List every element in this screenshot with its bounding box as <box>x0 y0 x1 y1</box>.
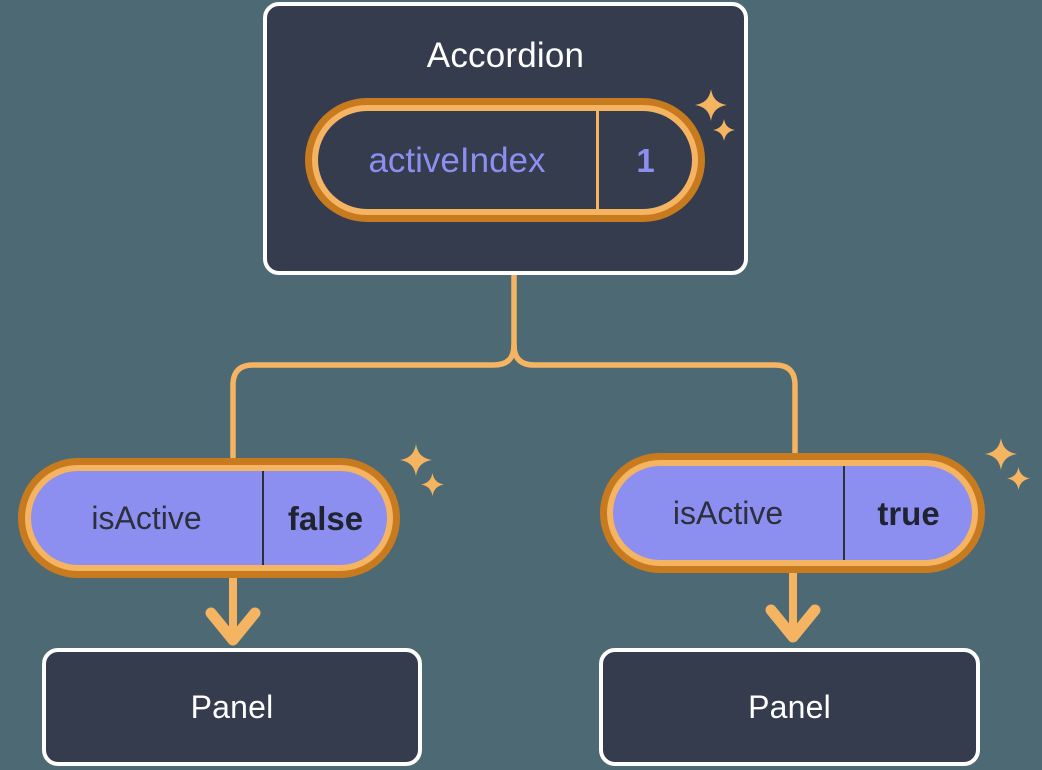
state-pill-body: isActive true <box>613 466 972 560</box>
state-pill-ring: isActive true <box>607 460 978 566</box>
sparkle-icon <box>400 444 432 476</box>
state-pill-active-index[interactable]: activeIndex 1 <box>305 98 705 222</box>
sparkle-icon <box>985 438 1017 470</box>
connector-root-to-left-branch <box>230 342 517 463</box>
sparkle-icon <box>421 473 444 496</box>
state-pill-is-active-true[interactable]: isActive true <box>600 453 985 573</box>
state-key: isActive <box>613 466 845 560</box>
sparkle-icon <box>695 89 727 121</box>
state-pill-ring: activeIndex 1 <box>312 105 698 215</box>
state-value: 1 <box>636 141 655 179</box>
component-node-panel-left[interactable]: Panel <box>42 648 422 766</box>
state-key: activeIndex <box>318 111 599 209</box>
state-pill-is-active-false[interactable]: isActive false <box>18 458 400 578</box>
state-key: isActive <box>31 471 264 565</box>
component-title: Accordion <box>426 36 585 75</box>
state-pill-ring: isActive false <box>25 465 393 571</box>
component-node-panel-right[interactable]: Panel <box>599 648 980 766</box>
state-value: false <box>287 499 364 537</box>
sparkle-icon <box>713 119 735 141</box>
component-title: Panel <box>748 689 831 725</box>
component-title: Panel <box>190 689 274 725</box>
state-pill-body: isActive false <box>31 471 387 565</box>
state-value: true <box>877 494 940 532</box>
connector-root-to-branches <box>511 272 798 458</box>
arrow-right-state-to-panel <box>765 573 821 643</box>
state-pill-body: activeIndex 1 <box>318 111 692 209</box>
arrow-left-state-to-panel <box>205 578 261 646</box>
sparkle-icon <box>1007 467 1030 490</box>
